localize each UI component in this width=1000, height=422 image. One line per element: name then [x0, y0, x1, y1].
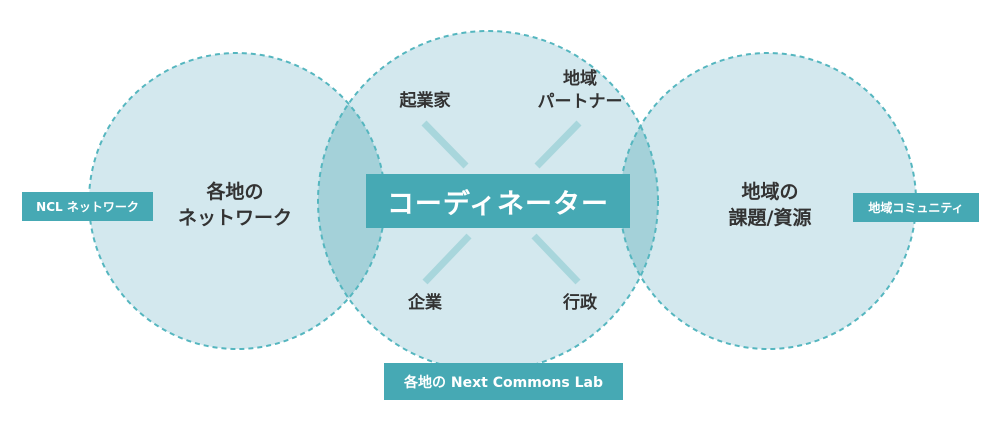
center-label: コーディネーター: [386, 188, 610, 220]
left-circle-label-line2: ネットワーク: [177, 206, 292, 229]
tag-local-community: 地域コミュニティ: [853, 193, 979, 222]
center-circle-outline: [317, 30, 659, 372]
role-government: 行政: [563, 293, 597, 313]
role-company: 企業: [408, 293, 442, 313]
role-entrepreneur: 起業家: [399, 91, 451, 111]
role-local-partner-line1: 地域: [563, 69, 597, 89]
right-circle-label: 地域の 課題/資源: [710, 180, 830, 231]
tag-local-community-label: 地域コミュニティ: [868, 201, 964, 215]
right-circle-label-line2: 課題/資源: [728, 206, 812, 229]
right-circle: [620, 53, 916, 349]
tag-next-commons-lab: 各地の Next Commons Lab: [384, 363, 623, 400]
tag-ncl-network-label: NCL ネットワーク: [36, 200, 139, 214]
tag-ncl-network: NCL ネットワーク: [22, 192, 153, 221]
role-local-partner-line2: パートナー: [537, 91, 623, 112]
left-circle: [89, 53, 385, 349]
center-coordinator-box: コーディネーター: [366, 174, 630, 228]
connector-bottom-left: [422, 233, 472, 285]
tag-next-commons-lab-label: 各地の Next Commons Lab: [404, 374, 603, 391]
left-circle-label-line1: 各地の: [206, 181, 264, 203]
right-circle-label-line1: 地域の: [741, 181, 799, 203]
role-local-partner: 地域 パートナー: [515, 68, 645, 114]
connector-top-left: [421, 120, 469, 169]
connector-bottom-right: [531, 233, 581, 285]
connector-top-right: [534, 120, 582, 169]
left-circle-label: 各地の ネットワーク: [165, 180, 305, 231]
